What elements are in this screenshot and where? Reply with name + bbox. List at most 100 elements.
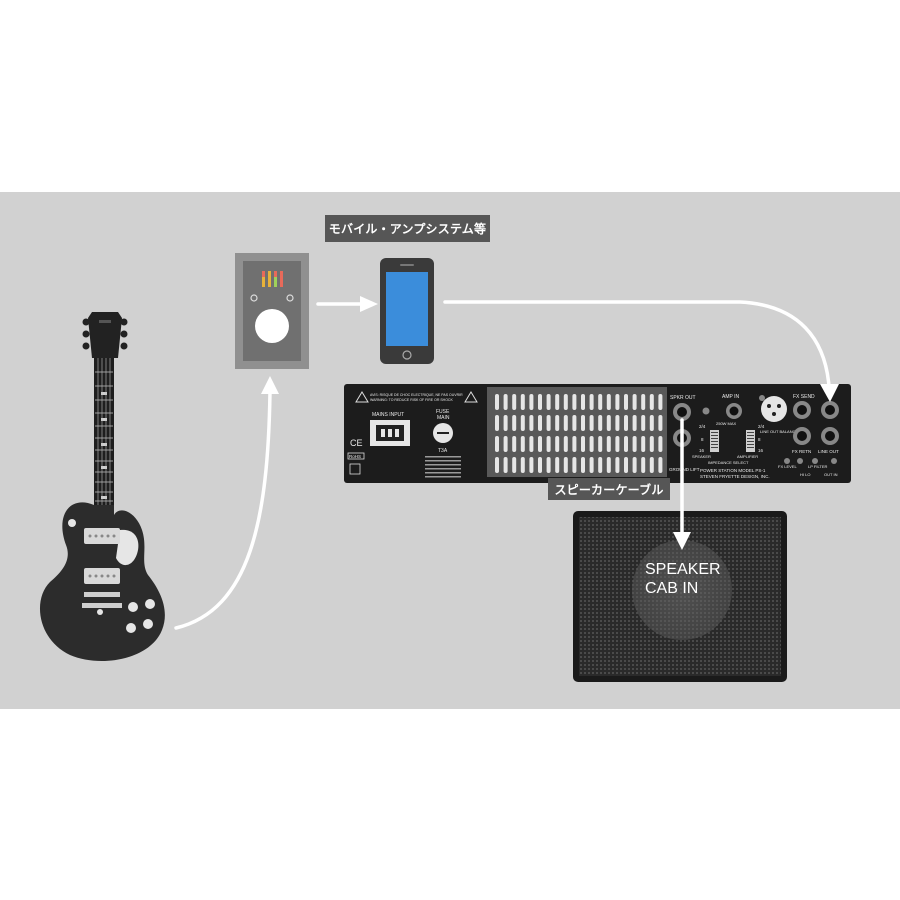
vent-slot	[555, 436, 560, 452]
imp-value-3: 16	[699, 448, 705, 453]
audio-interface	[235, 253, 309, 369]
speaker-label: SPEAKER	[692, 454, 711, 459]
vent-slot	[520, 457, 525, 473]
fuse-rating: T3A	[438, 448, 448, 454]
ground-lift-label: GROUND LIFT	[669, 467, 700, 472]
vent-slot	[641, 457, 646, 473]
signal-arrows	[174, 300, 831, 630]
vent-slot	[546, 457, 551, 473]
speaker-cab-in-line2: CAB IN	[645, 580, 699, 597]
vent-slot	[538, 415, 542, 431]
power-amp-rear-panel: AVIS: RISQUE DE CHOC ELECTRIQUE, NE PAS …	[344, 384, 851, 483]
rohs-mark: RoHS	[349, 454, 361, 459]
vent-slot	[495, 457, 499, 473]
vent-slot	[641, 436, 646, 452]
vent-slot	[598, 394, 603, 410]
vent-slot	[512, 394, 517, 410]
speaker-cab-in-line1: SPEAKER	[645, 561, 721, 578]
vent-slot	[641, 394, 646, 410]
vent-slot	[520, 436, 525, 452]
spkr-out-label: SPKR OUT	[670, 395, 696, 401]
vent-slot	[632, 457, 637, 473]
amplifier-label: AMPLIFIER	[737, 454, 758, 459]
vent-slot	[615, 457, 620, 473]
phone-to-amp-arrow	[443, 300, 831, 388]
fx-level-label: FX LEVEL	[778, 464, 797, 469]
vent-slot	[512, 415, 517, 431]
amp-value-3: 16	[758, 448, 764, 453]
vent-slot	[495, 394, 499, 410]
vent-slot	[529, 415, 534, 431]
vent-slot	[503, 415, 508, 431]
lp-filter-label: LP FILTER	[808, 464, 828, 469]
vent-slot	[624, 436, 628, 452]
vent-slot	[658, 394, 663, 410]
imp-value-2: 8	[701, 437, 704, 442]
vent-slot	[503, 457, 508, 473]
vent-slot	[563, 415, 568, 431]
amp-value-1: 2/4	[758, 424, 765, 429]
vent-slot	[503, 436, 508, 452]
vent-slot	[589, 436, 594, 452]
electric-guitar	[39, 312, 165, 662]
vent-slot	[563, 457, 568, 473]
vent-slot	[649, 457, 654, 473]
guitar-to-interface-arrow	[174, 390, 272, 630]
vent-slot	[572, 457, 577, 473]
vent-slot	[581, 436, 585, 452]
vent-slot	[598, 436, 603, 452]
vent-slot	[641, 415, 646, 431]
vent-slot	[572, 415, 577, 431]
vent-slot	[563, 394, 568, 410]
vent-slot	[658, 415, 663, 431]
vent-slot	[589, 394, 594, 410]
amp-warning-text-2: WARNING: TO REDUCE RISK OF FIRE OR SHOCK	[370, 398, 453, 402]
vent-slot	[546, 394, 551, 410]
vent-slot	[615, 436, 620, 452]
mobile-amp-system-label: モバイル・アンプシステム等	[325, 215, 490, 242]
model-label: POWER STATION MODEL PS-1	[700, 468, 766, 473]
vent-slot	[624, 415, 628, 431]
vent-slot	[563, 436, 568, 452]
vent-slot	[529, 436, 534, 452]
out-in-label: OUT IN	[824, 472, 838, 477]
vent-slot	[598, 457, 603, 473]
vent-slot	[495, 415, 499, 431]
line-out-balanced-label: LINE OUT BALANCED	[760, 429, 801, 434]
vent-slot	[624, 457, 628, 473]
amp-warning-text: AVIS: RISQUE DE CHOC ELECTRIQUE, NE PAS …	[370, 393, 463, 397]
vent-slot	[615, 394, 620, 410]
vent-slot	[512, 436, 517, 452]
hi-lo-label: HI LO	[800, 472, 810, 477]
vent-slot	[581, 415, 585, 431]
vent-slot	[606, 415, 611, 431]
vent-slot	[598, 415, 603, 431]
speaker-cab-in-label: SPEAKER CAB IN	[645, 560, 721, 598]
vent-slot	[503, 394, 508, 410]
amp-in-label: AMP IN	[722, 394, 740, 400]
vent-slot	[520, 415, 525, 431]
maker-label: STEVEN FRYETTE DESIGN, INC.	[700, 474, 770, 479]
amp-value-2: 8	[758, 437, 761, 442]
vent-slot	[512, 457, 517, 473]
vent-slot	[538, 436, 542, 452]
vent-slot	[624, 394, 628, 410]
max-level-label: 250W MAX	[716, 421, 737, 426]
speaker-cable-label: スピーカーケーブル	[548, 478, 670, 500]
imp-value-1: 2/4	[699, 424, 706, 429]
vent-slot	[649, 415, 654, 431]
vent-slot	[615, 415, 620, 431]
vent-slot	[658, 436, 663, 452]
fx-retn-label: FX RETN	[792, 449, 811, 454]
vent-slot	[538, 394, 542, 410]
mains-input-label: MAINS INPUT	[372, 412, 404, 418]
vent-slot	[555, 394, 560, 410]
vent-slot	[581, 394, 585, 410]
vent-slot	[572, 394, 577, 410]
vent-slot	[546, 415, 551, 431]
line-out-label: LINE OUT	[818, 449, 839, 454]
vent-slot	[632, 394, 637, 410]
smartphone	[380, 258, 434, 364]
vent-slot	[555, 415, 560, 431]
